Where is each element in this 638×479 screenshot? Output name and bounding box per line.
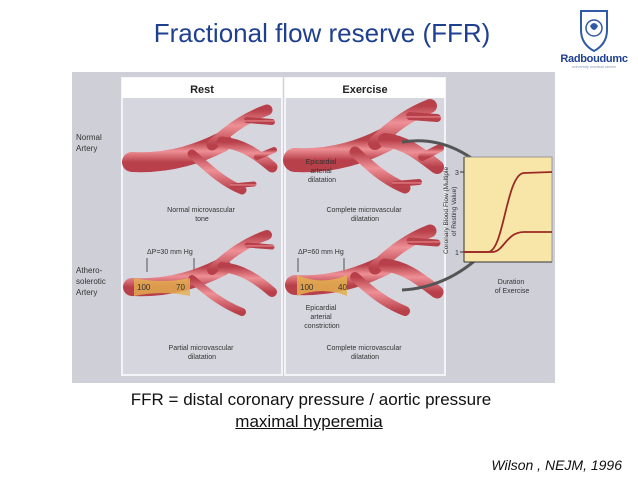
rest-header-label: Rest	[190, 84, 214, 96]
pressure-100-rest: 100	[137, 283, 151, 292]
epicardial-constriction-label: Epicardial arterial constriction	[304, 305, 340, 330]
exercise-header	[285, 78, 445, 98]
exercise-panel	[284, 77, 446, 376]
radboudumc-logo: Radboudumc university medical center	[557, 6, 631, 70]
flow-graph	[463, 156, 553, 263]
slide-title: Fractional flow reserve (FFR)	[153, 18, 491, 48]
ffr-illustration: Rest Exercise Normal Artery Athero- sole…	[72, 72, 555, 383]
plaque-rest	[134, 278, 190, 296]
row-label-normal: Normal Artery	[76, 133, 104, 153]
graph-curve-normal	[464, 171, 553, 253]
exercise-header-label: Exercise	[342, 84, 387, 96]
graph-curve-stenotic	[464, 231, 552, 253]
graph-tick-3: 3	[455, 170, 459, 177]
pressure-70: 70	[176, 283, 185, 292]
citation: Wilson , NEJM, 1996	[491, 457, 622, 473]
rest-header	[122, 78, 282, 98]
graph-x-axis-label: Duration of Exercise	[495, 279, 530, 295]
plaque-exercise	[297, 275, 347, 296]
pressure-100-exercise: 100	[300, 283, 314, 292]
logo-wordmark: Radboudumc	[560, 53, 628, 65]
shield-emblem-icon	[580, 10, 608, 53]
pressure-gradient-60: ΔP=60 mm Hg	[298, 249, 344, 256]
normal-microvascular-tone-label: Normal microvascular tone	[167, 207, 237, 223]
normal-artery-exercise	[283, 99, 444, 194]
graph-y-axis-label: Coronary Blood Flow (Multiple of Resting…	[443, 165, 458, 254]
maximal-hyperemia: maximal hyperemia	[235, 412, 383, 431]
partial-microvascular-dilatation-label: Partial microvascular dilatation	[169, 345, 236, 361]
complete-microvascular-dilatation-label-top: Complete microvascular dilatation	[326, 207, 403, 223]
epicardial-dilatation-label: Epicardial arterial dilatation	[306, 159, 339, 184]
pressure-gradient-30: ΔP=30 mm Hg	[147, 249, 193, 256]
logo-subtitle: university medical center	[571, 64, 617, 69]
complete-microvascular-dilatation-label-bottom: Complete microvascular dilatation	[326, 345, 403, 361]
ffr-formula: FFR = distal coronary pressure / aortic …	[130, 390, 492, 409]
graph-tick-1: 1	[455, 250, 459, 257]
row-label-atherosclerotic: Athero- solerotic Artery	[76, 266, 108, 297]
normal-artery-rest	[122, 104, 278, 195]
pressure-40: 40	[338, 283, 347, 292]
rest-panel	[121, 77, 283, 376]
